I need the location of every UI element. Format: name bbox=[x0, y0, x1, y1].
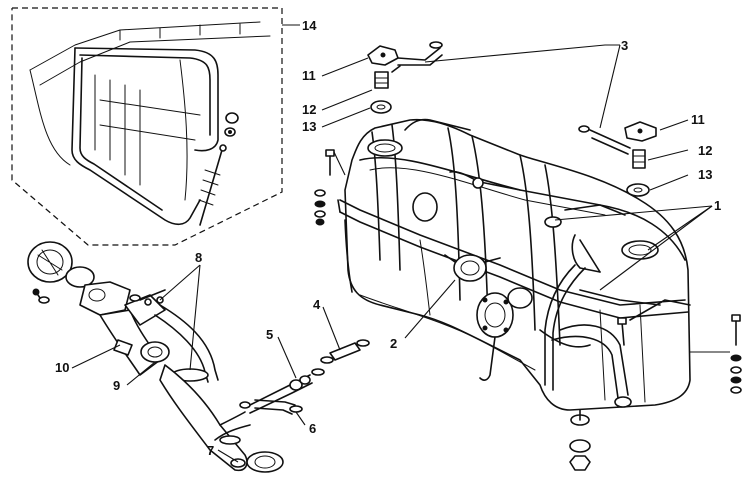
callout-13-right: 13 bbox=[698, 167, 712, 182]
callout-11-left: 11 bbox=[302, 68, 316, 83]
inset-detail-strap bbox=[11, 7, 283, 246]
callout-2: 2 bbox=[390, 336, 397, 351]
callout-13-left: 13 bbox=[302, 119, 316, 134]
callout-9: 9 bbox=[113, 378, 120, 393]
callout-12-left: 12 bbox=[302, 102, 316, 117]
fastener-stack-right bbox=[730, 314, 742, 394]
callout-6: 6 bbox=[309, 421, 316, 436]
callout-3: 3 bbox=[621, 38, 628, 53]
leader-lines bbox=[71, 24, 730, 463]
callout-7: 7 bbox=[207, 443, 214, 458]
fuel-tank bbox=[337, 118, 691, 411]
filler-neck-assembly bbox=[27, 241, 284, 473]
callout-14: 14 bbox=[302, 18, 317, 33]
bottom-nut-washer bbox=[569, 409, 591, 471]
callout-8: 8 bbox=[195, 250, 202, 265]
callout-11-right: 11 bbox=[691, 112, 705, 127]
callout-4: 4 bbox=[313, 297, 321, 312]
callout-1: 1 bbox=[714, 198, 721, 213]
vent-valve-assembly-left bbox=[367, 41, 443, 114]
connector-hoses bbox=[249, 339, 370, 415]
callout-12-right: 12 bbox=[698, 143, 712, 158]
callout-5: 5 bbox=[266, 327, 273, 342]
vent-valve-assembly-right bbox=[578, 121, 657, 197]
fastener-stack-left bbox=[314, 149, 335, 226]
callout-10: 10 bbox=[55, 360, 69, 375]
